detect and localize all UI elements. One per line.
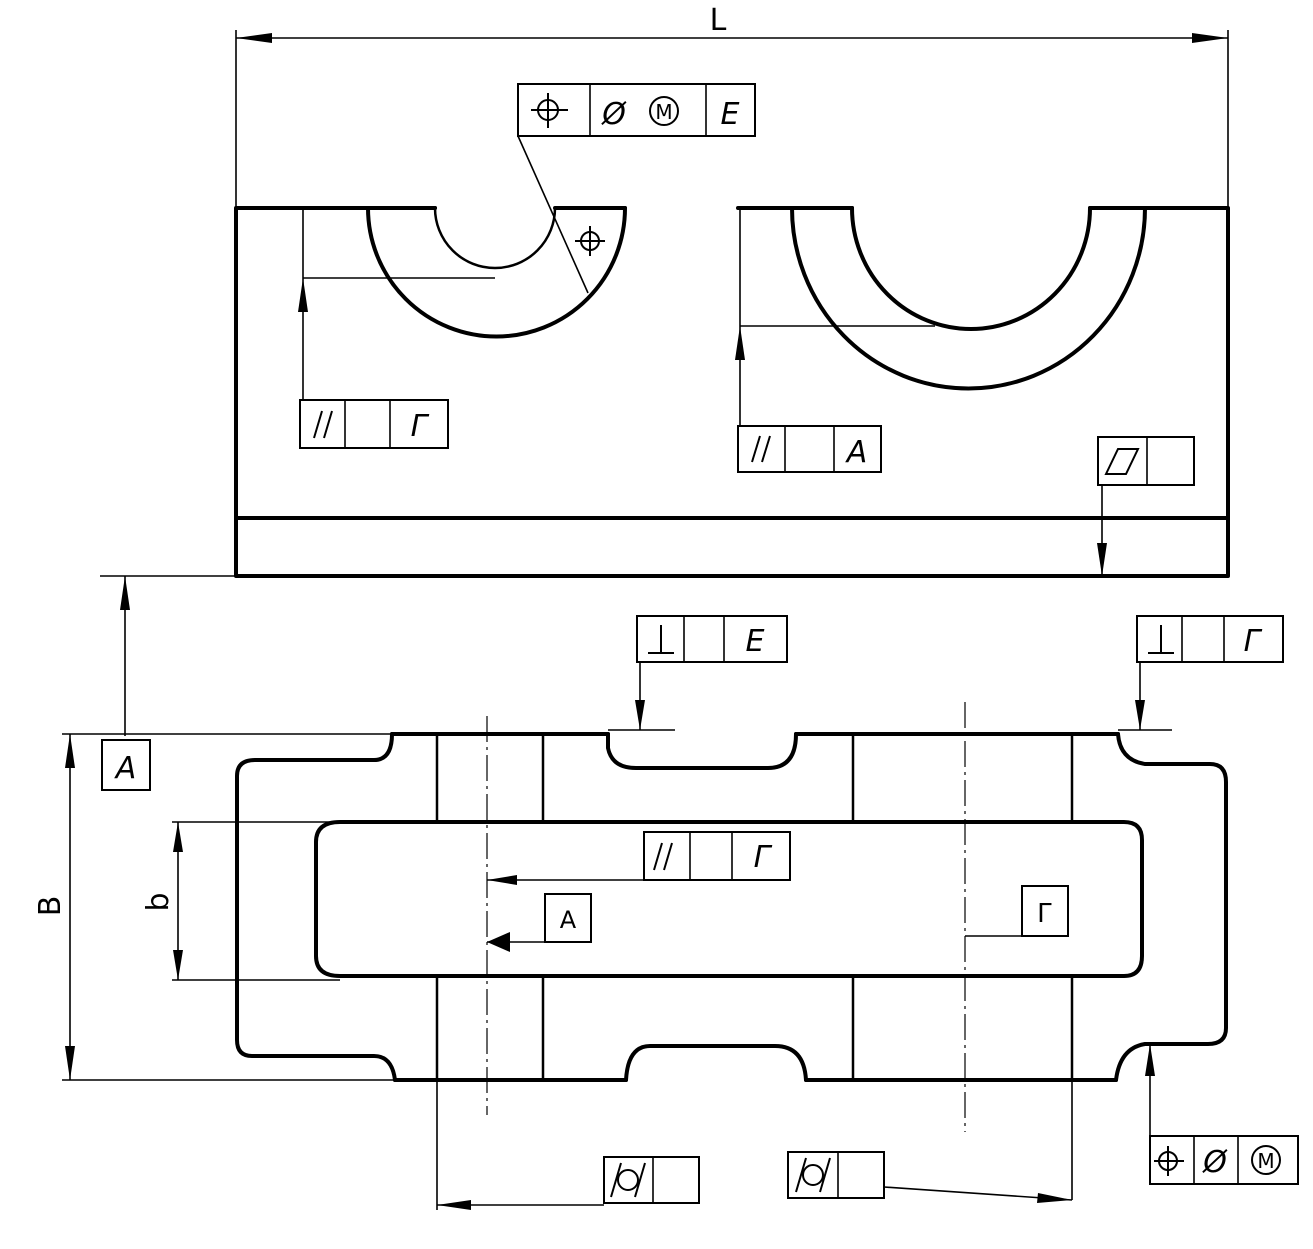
mmc-symbol: M (1257, 1149, 1274, 1173)
datum-ref-g: Г (754, 840, 773, 875)
diameter-symbol: Ø (600, 97, 627, 132)
mmc-circle-icon (1251, 1145, 1281, 1175)
front-view-outline (234, 206, 1230, 578)
fcf-position-bottom: Ø M (1145, 1044, 1299, 1185)
position-icon (531, 93, 568, 128)
fcf-flatness (1097, 436, 1195, 576)
parallelism-icon (653, 842, 673, 871)
position-icon (1154, 1146, 1184, 1176)
front-view (234, 206, 1230, 578)
length-dimension: L (235, 3, 1229, 208)
datum-a-center: A (487, 893, 592, 952)
cylindricity-icon (610, 1162, 646, 1198)
fcf-parallel-center: Г (487, 831, 791, 885)
datum-ref-e: E (721, 97, 740, 132)
datum-g: Г (965, 885, 1069, 937)
right-bearing-inner (850, 206, 1092, 332)
length-label: L (710, 3, 727, 38)
fcf-parallel-left: Г (298, 208, 495, 449)
datum-ref-e: E (746, 624, 765, 659)
bottom-span (436, 1080, 1073, 1210)
datum-a-label: A (114, 751, 137, 786)
left-bearing-outer (366, 206, 627, 339)
inner-height-dimension: b (141, 821, 340, 981)
datum-a-leader (100, 575, 236, 736)
parallelism-icon (313, 410, 333, 439)
datum-a-box: A (101, 739, 151, 791)
parallelism-icon (751, 435, 771, 463)
datum-ref-g: Г (1244, 624, 1263, 659)
inner-height-label: b (141, 892, 176, 911)
plan-outer-outline (235, 732, 1228, 1082)
fcf-cylindricity-right (787, 1151, 885, 1199)
plan-inner-slot (314, 820, 1144, 978)
datum-ref-a: A (845, 435, 868, 470)
diameter-symbol: Ø (1201, 1145, 1228, 1180)
datum-a-center-label: A (560, 906, 577, 934)
mmc-symbol: M (655, 100, 672, 124)
height-dimension: B (33, 733, 395, 1081)
small-position-icon (575, 226, 605, 256)
perpendicularity-icon (1148, 625, 1174, 654)
left-bearing-inner (433, 207, 557, 270)
height-label: B (33, 896, 68, 917)
fcf-parallel-right: A (735, 208, 935, 473)
flatness-icon (1104, 448, 1140, 475)
datum-g-label: Г (1037, 899, 1053, 929)
datum-ref-g: Г (411, 409, 430, 444)
fcf-top-position: Ø M E (517, 83, 756, 294)
plan-view (235, 702, 1228, 1132)
datum-triangle-icon (487, 932, 510, 952)
mmc-circle-icon (649, 96, 679, 126)
cylindricity-icon (795, 1157, 831, 1193)
fcf-perp-e: E (608, 615, 788, 731)
right-bearing-outer (790, 206, 1147, 391)
perpendicularity-icon (648, 625, 674, 654)
fcf-cylindricity-left (603, 1156, 700, 1204)
fcf-perp-g: Г (1118, 615, 1284, 731)
